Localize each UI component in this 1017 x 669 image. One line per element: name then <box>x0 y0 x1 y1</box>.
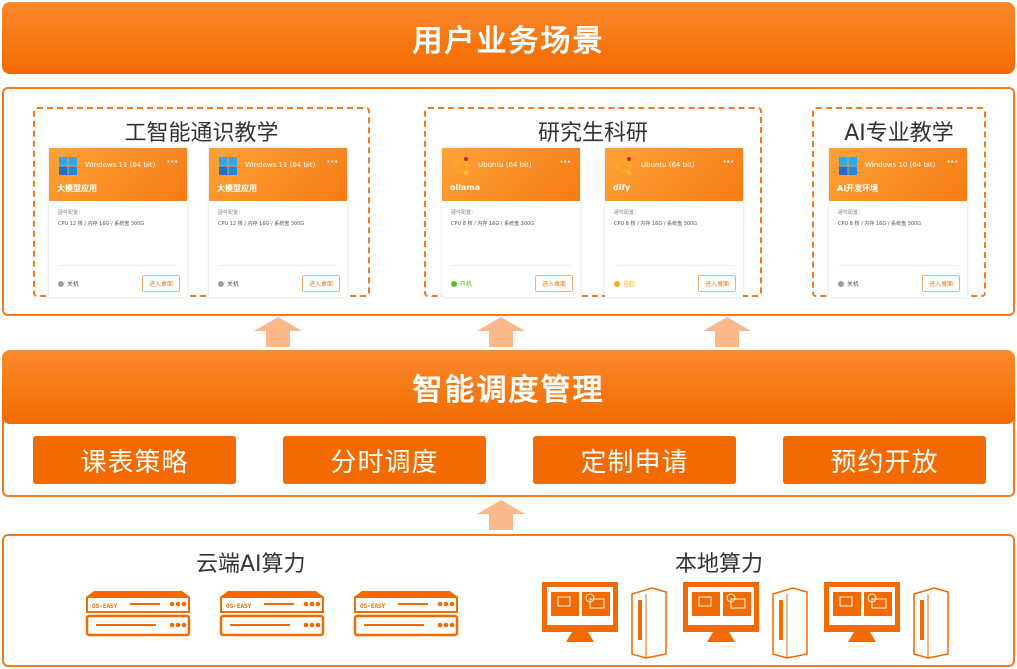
windows-icon <box>839 157 857 175</box>
custom-request-button[interactable]: 定制申请 <box>533 436 736 484</box>
status-dot-icon <box>451 280 457 287</box>
divider <box>58 265 178 266</box>
os-name: Windows 10 (64 bit) <box>865 161 936 169</box>
config-value: CPU 12 核 / 内存 16G / 系统盘 300G <box>58 221 145 227</box>
local-compute-label: 本地算力 <box>675 552 764 577</box>
up-arrow-icon <box>477 500 525 530</box>
server-icon: OS-EASY <box>219 591 325 637</box>
config-label: 硬件配置： <box>218 210 244 216</box>
scenario-group: 工智能通识教学 <box>33 107 370 297</box>
up-arrow-icon <box>477 317 525 347</box>
status-text: 关机 <box>847 281 860 288</box>
vm-name: dify <box>613 183 631 192</box>
more-icon[interactable]: ··· <box>559 157 571 168</box>
status-text: 开机 <box>460 281 473 288</box>
vm-name: 大模型应用 <box>217 184 257 193</box>
reservation-button[interactable]: 预约开放 <box>783 436 986 484</box>
enter-desktop-button[interactable]: 进入桌面 <box>697 275 736 292</box>
os-name: Ubuntu (64 bit) <box>478 161 532 169</box>
vm-name: 大模型应用 <box>57 184 97 193</box>
os-name: Windows 11 (64 bit) <box>245 161 316 169</box>
vm-status: 挂起 <box>614 279 635 288</box>
vm-card[interactable]: Windows 10 (64 bit) ··· AI开发环境 硬件配置： CPU 8 … <box>829 148 967 297</box>
vm-status: 关机 <box>58 279 79 288</box>
enter-desktop-button[interactable]: 进入桌面 <box>301 275 340 292</box>
vm-name: AI开发环境 <box>837 184 879 193</box>
scenario-group: 研究生科研 <box>424 107 762 297</box>
vm-status: 关机 <box>838 279 859 288</box>
status-dot-icon <box>218 280 224 287</box>
server-icon: OS-EASY <box>353 591 459 637</box>
vm-card[interactable]: Windows 11 (64 bit) ··· 大模型应用 硬件配置： CPU 12 … <box>209 148 347 297</box>
divider <box>614 265 734 266</box>
config-label: 硬件配置： <box>614 210 640 216</box>
windows-icon <box>219 157 237 175</box>
enter-desktop-button[interactable]: 进入桌面 <box>141 275 180 292</box>
strategy-button[interactable]: 课表策略 <box>33 436 236 484</box>
status-text: 关机 <box>67 281 80 288</box>
status-dot-icon <box>614 280 620 287</box>
vm-card[interactable]: Ubuntu (64 bit) ··· dify 硬件配置： CPU 8 核 / 内存… <box>605 148 743 297</box>
group-title: 研究生科研 <box>537 121 648 146</box>
config-value: CPU 8 核 / 内存 16G / 系统盘 300G <box>838 221 922 227</box>
more-icon[interactable]: ··· <box>722 157 734 168</box>
vm-status: 开机 <box>451 279 472 288</box>
config-value: CPU 8 核 / 内存 16G / 系统盘 300G <box>614 221 698 227</box>
group-title: 工智能通识教学 <box>124 121 279 146</box>
divider <box>218 265 338 266</box>
scheduling-banner: 智能调度管理 <box>2 350 1015 424</box>
config-label: 硬件配置： <box>58 210 84 216</box>
more-icon[interactable]: ··· <box>946 157 958 168</box>
status-text: 关机 <box>227 281 240 288</box>
group-title: AI专业教学 <box>844 121 954 146</box>
ubuntu-icon <box>615 157 632 175</box>
config-label: 硬件配置： <box>838 210 864 216</box>
windows-icon <box>59 157 77 175</box>
os-name: Ubuntu (64 bit) <box>641 161 695 169</box>
desktop-pc-icon <box>683 582 808 659</box>
status-dot-icon <box>58 280 64 287</box>
vm-card[interactable]: Ubuntu (64 bit) ··· ollama 硬件配置： CPU 8 核 / … <box>442 148 580 297</box>
os-name: Windows 11 (64 bit) <box>85 161 156 169</box>
enter-desktop-button[interactable]: 进入桌面 <box>534 275 573 292</box>
config-label: 硬件配置： <box>451 210 477 216</box>
more-icon[interactable]: ··· <box>326 157 338 168</box>
divider <box>838 265 958 266</box>
desktop-pc-icon <box>542 582 667 659</box>
server-brand: OS-EASY <box>360 603 386 610</box>
vm-card[interactable]: Windows 11 (64 bit) ··· 大模型应用 硬件配置： CPU 12 … <box>49 148 187 297</box>
enter-desktop-button[interactable]: 进入桌面 <box>921 275 960 292</box>
vm-status: 关机 <box>218 279 239 288</box>
config-value: CPU 12 核 / 内存 16G / 系统盘 300G <box>218 221 305 227</box>
up-arrow-icon <box>703 317 751 347</box>
status-text: 挂起 <box>623 281 636 288</box>
server-icon: OS-EASY <box>85 591 191 637</box>
desktop-pc-icon <box>824 582 949 659</box>
status-dot-icon <box>838 280 844 287</box>
server-brand: OS-EASY <box>226 603 252 610</box>
ubuntu-icon <box>452 157 469 175</box>
up-arrow-icon <box>254 317 302 347</box>
more-icon[interactable]: ··· <box>166 157 178 168</box>
vm-name: ollama <box>450 183 481 192</box>
config-value: CPU 8 核 / 内存 16G / 系统盘 300G <box>451 221 535 227</box>
divider <box>451 265 571 266</box>
cloud-compute-label: 云端AI算力 <box>196 552 306 577</box>
server-brand: OS-EASY <box>92 603 118 610</box>
user-scenarios-banner: 用户业务场景 <box>2 2 1015 74</box>
time-sharing-button[interactable]: 分时调度 <box>283 436 486 484</box>
